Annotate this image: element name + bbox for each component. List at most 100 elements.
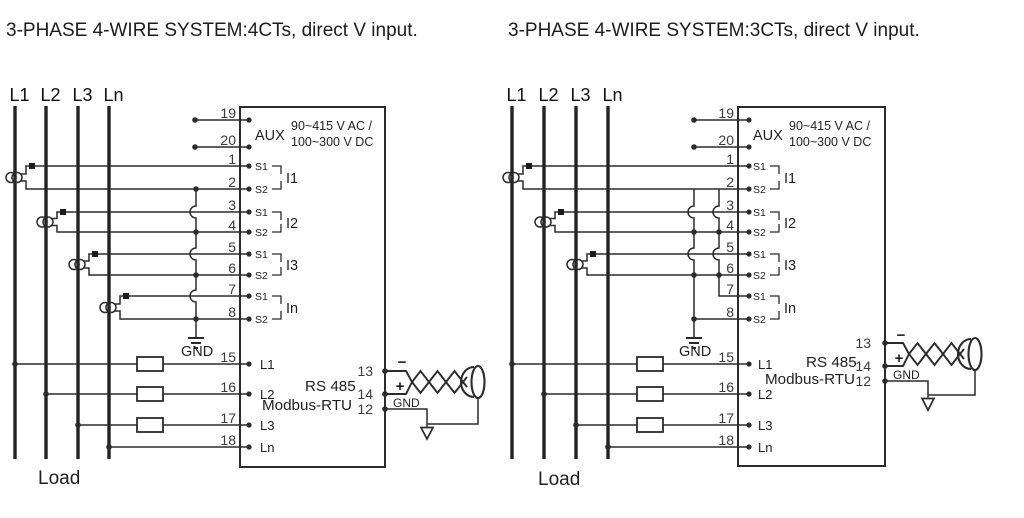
s2-label-i1: S2 xyxy=(753,184,766,196)
terminal-dots xyxy=(246,117,252,450)
current-label-i1: I1 xyxy=(286,171,298,187)
terminal-15: 15 xyxy=(220,349,236,365)
phase-bus-lines xyxy=(510,106,610,459)
minus-sign: − xyxy=(897,327,906,344)
rs485-section: RS 485 Modbus-RTU 13 14 12 − + GND xyxy=(262,354,486,441)
rs485-section: RS 485 Modbus-RTU 13 14 12 − + GND xyxy=(765,327,983,412)
terminal-5: 5 xyxy=(726,239,734,255)
terminal-3: 3 xyxy=(228,197,236,213)
aux-rating-line1: 90~415 V AC / xyxy=(291,119,372,133)
diagram-3ct: 3-PHASE 4-WIRE SYSTEM:3CTs, direct V inp… xyxy=(502,20,983,490)
ct-1 xyxy=(502,163,749,190)
cable-connector-icon xyxy=(957,336,983,372)
terminal-20: 20 xyxy=(220,132,236,148)
phase-label-ln: Ln xyxy=(602,85,622,105)
earth-ground-icon xyxy=(188,337,204,349)
load-label: Load xyxy=(538,469,580,490)
ct-4 xyxy=(99,293,249,320)
ct-input-brackets xyxy=(272,165,282,320)
voltage-wires xyxy=(12,356,249,450)
terminal-17: 17 xyxy=(220,410,236,426)
terminal-6: 6 xyxy=(726,260,734,276)
s2-label-i2: S2 xyxy=(255,227,268,239)
current-label-in: In xyxy=(286,301,298,317)
ct3-polarity-mark xyxy=(590,251,596,257)
current-label-i1: I1 xyxy=(784,171,796,187)
modbus-label: Modbus-RTU xyxy=(765,371,855,388)
phase-label-l1: L1 xyxy=(506,85,526,105)
s2-label-i3: S2 xyxy=(753,270,766,282)
aux-rating-line2: 100~300 V DC xyxy=(789,135,871,149)
terminal-12: 12 xyxy=(855,373,871,389)
plus-sign: + xyxy=(895,350,904,367)
twisted-pair-wire-b xyxy=(885,341,965,367)
earth-arrow-icon xyxy=(920,397,936,412)
s2-common-wire-right xyxy=(712,189,749,297)
terminal-8: 8 xyxy=(228,304,236,320)
aux-rating-line2: 100~300 V DC xyxy=(291,135,373,149)
ct-3 xyxy=(566,251,749,276)
terminal-8: 8 xyxy=(726,304,734,320)
terminal-numbers: 19 20 1 2 3 4 5 6 7 8 15 16 17 18 xyxy=(220,105,236,448)
ct2-polarity-mark xyxy=(558,209,564,215)
rs485-label: RS 485 xyxy=(806,354,857,371)
terminal-5: 5 xyxy=(228,239,236,255)
s1-label-i2: S1 xyxy=(255,207,268,219)
minus-sign: − xyxy=(398,354,407,371)
ct-2 xyxy=(36,209,249,233)
voltage-input-labels: L1 L2 L3 Ln xyxy=(758,357,772,455)
fuse-icon-l2 xyxy=(136,386,164,402)
s2-label-i2: S2 xyxy=(753,227,766,239)
ct1-polarity-mark xyxy=(29,163,35,169)
voltage-label-l2: L2 xyxy=(758,387,772,402)
phase-bus-lines xyxy=(13,106,111,459)
phase-label-l2: L2 xyxy=(40,85,60,105)
s2-label-in: S2 xyxy=(255,314,268,326)
terminal-13: 13 xyxy=(357,363,373,379)
ct-1 xyxy=(5,163,249,190)
terminal-19: 19 xyxy=(718,105,734,121)
voltage-label-ln: Ln xyxy=(260,440,274,455)
terminal-7: 7 xyxy=(726,281,734,297)
shield-drain-wire xyxy=(385,398,479,427)
terminal-16: 16 xyxy=(220,379,236,395)
aux-rating-line1: 90~415 V AC / xyxy=(789,119,870,133)
diagram-title-3ct: 3-PHASE 4-WIRE SYSTEM:3CTs, direct V inp… xyxy=(508,20,920,41)
current-label-i2: I2 xyxy=(784,216,796,232)
terminal-12: 12 xyxy=(357,401,373,417)
aux-label: AUX xyxy=(255,128,285,144)
voltage-label-l3: L3 xyxy=(260,418,274,433)
voltage-input-labels: L1 L2 L3 Ln xyxy=(260,357,274,455)
s2-common-wire-left xyxy=(687,189,695,337)
earth-arrow-icon xyxy=(419,426,435,441)
current-label-i2: I2 xyxy=(286,216,298,232)
terminal-dots xyxy=(746,117,752,450)
ct2-polarity-mark xyxy=(60,209,66,215)
s1-label-i1: S1 xyxy=(255,161,268,173)
ct1-polarity-mark xyxy=(526,163,532,169)
voltage-label-l1: L1 xyxy=(758,357,772,372)
terminal-4: 4 xyxy=(228,217,236,233)
terminal-15: 15 xyxy=(718,349,734,365)
rs485-gnd-label: GND xyxy=(893,368,920,382)
aux-wires xyxy=(694,119,749,148)
terminal-16: 16 xyxy=(718,379,734,395)
load-label: Load xyxy=(38,468,80,489)
terminal-18: 18 xyxy=(718,432,734,448)
phase-label-l1: L1 xyxy=(9,85,29,105)
meter-box xyxy=(737,106,886,467)
aux-wires xyxy=(195,119,249,148)
s1-label-i3: S1 xyxy=(753,249,766,261)
terminal-20: 20 xyxy=(718,132,734,148)
phase-label-l3: L3 xyxy=(570,85,590,105)
phase-label-ln: Ln xyxy=(103,85,123,105)
twisted-pair-wire-a xyxy=(385,369,468,395)
terminal-17: 17 xyxy=(718,410,734,426)
phase-label-l2: L2 xyxy=(538,85,558,105)
terminal-19: 19 xyxy=(220,105,236,121)
meter-box xyxy=(239,106,386,468)
ct3-polarity-mark xyxy=(92,251,98,257)
voltage-wires xyxy=(509,356,749,450)
